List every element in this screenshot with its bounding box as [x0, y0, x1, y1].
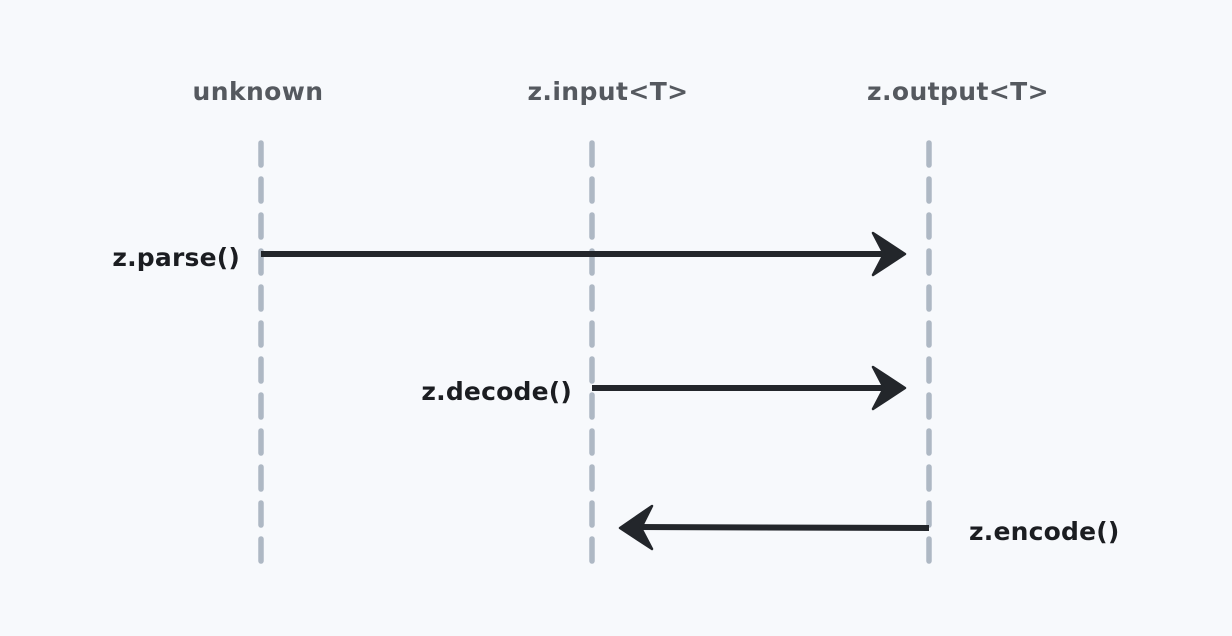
message-parse-label: z.parse(): [112, 243, 240, 272]
participant-label-z-output: z.output<T>: [867, 77, 1049, 106]
message-decode: z.decode(): [421, 365, 907, 411]
message-parse: z.parse(): [112, 231, 907, 277]
message-decode-arrowhead: [871, 365, 907, 411]
message-encode: z.encode(): [618, 504, 1120, 551]
message-decode-label: z.decode(): [421, 377, 572, 406]
message-encode-label: z.encode(): [969, 517, 1120, 546]
message-encode-line: [631, 524, 930, 531]
participant-label-unknown: unknown: [193, 77, 324, 106]
participant-label-z-input: z.input<T>: [527, 77, 688, 106]
message-encode-arrowhead: [618, 504, 654, 551]
message-parse-arrowhead: [871, 231, 907, 277]
